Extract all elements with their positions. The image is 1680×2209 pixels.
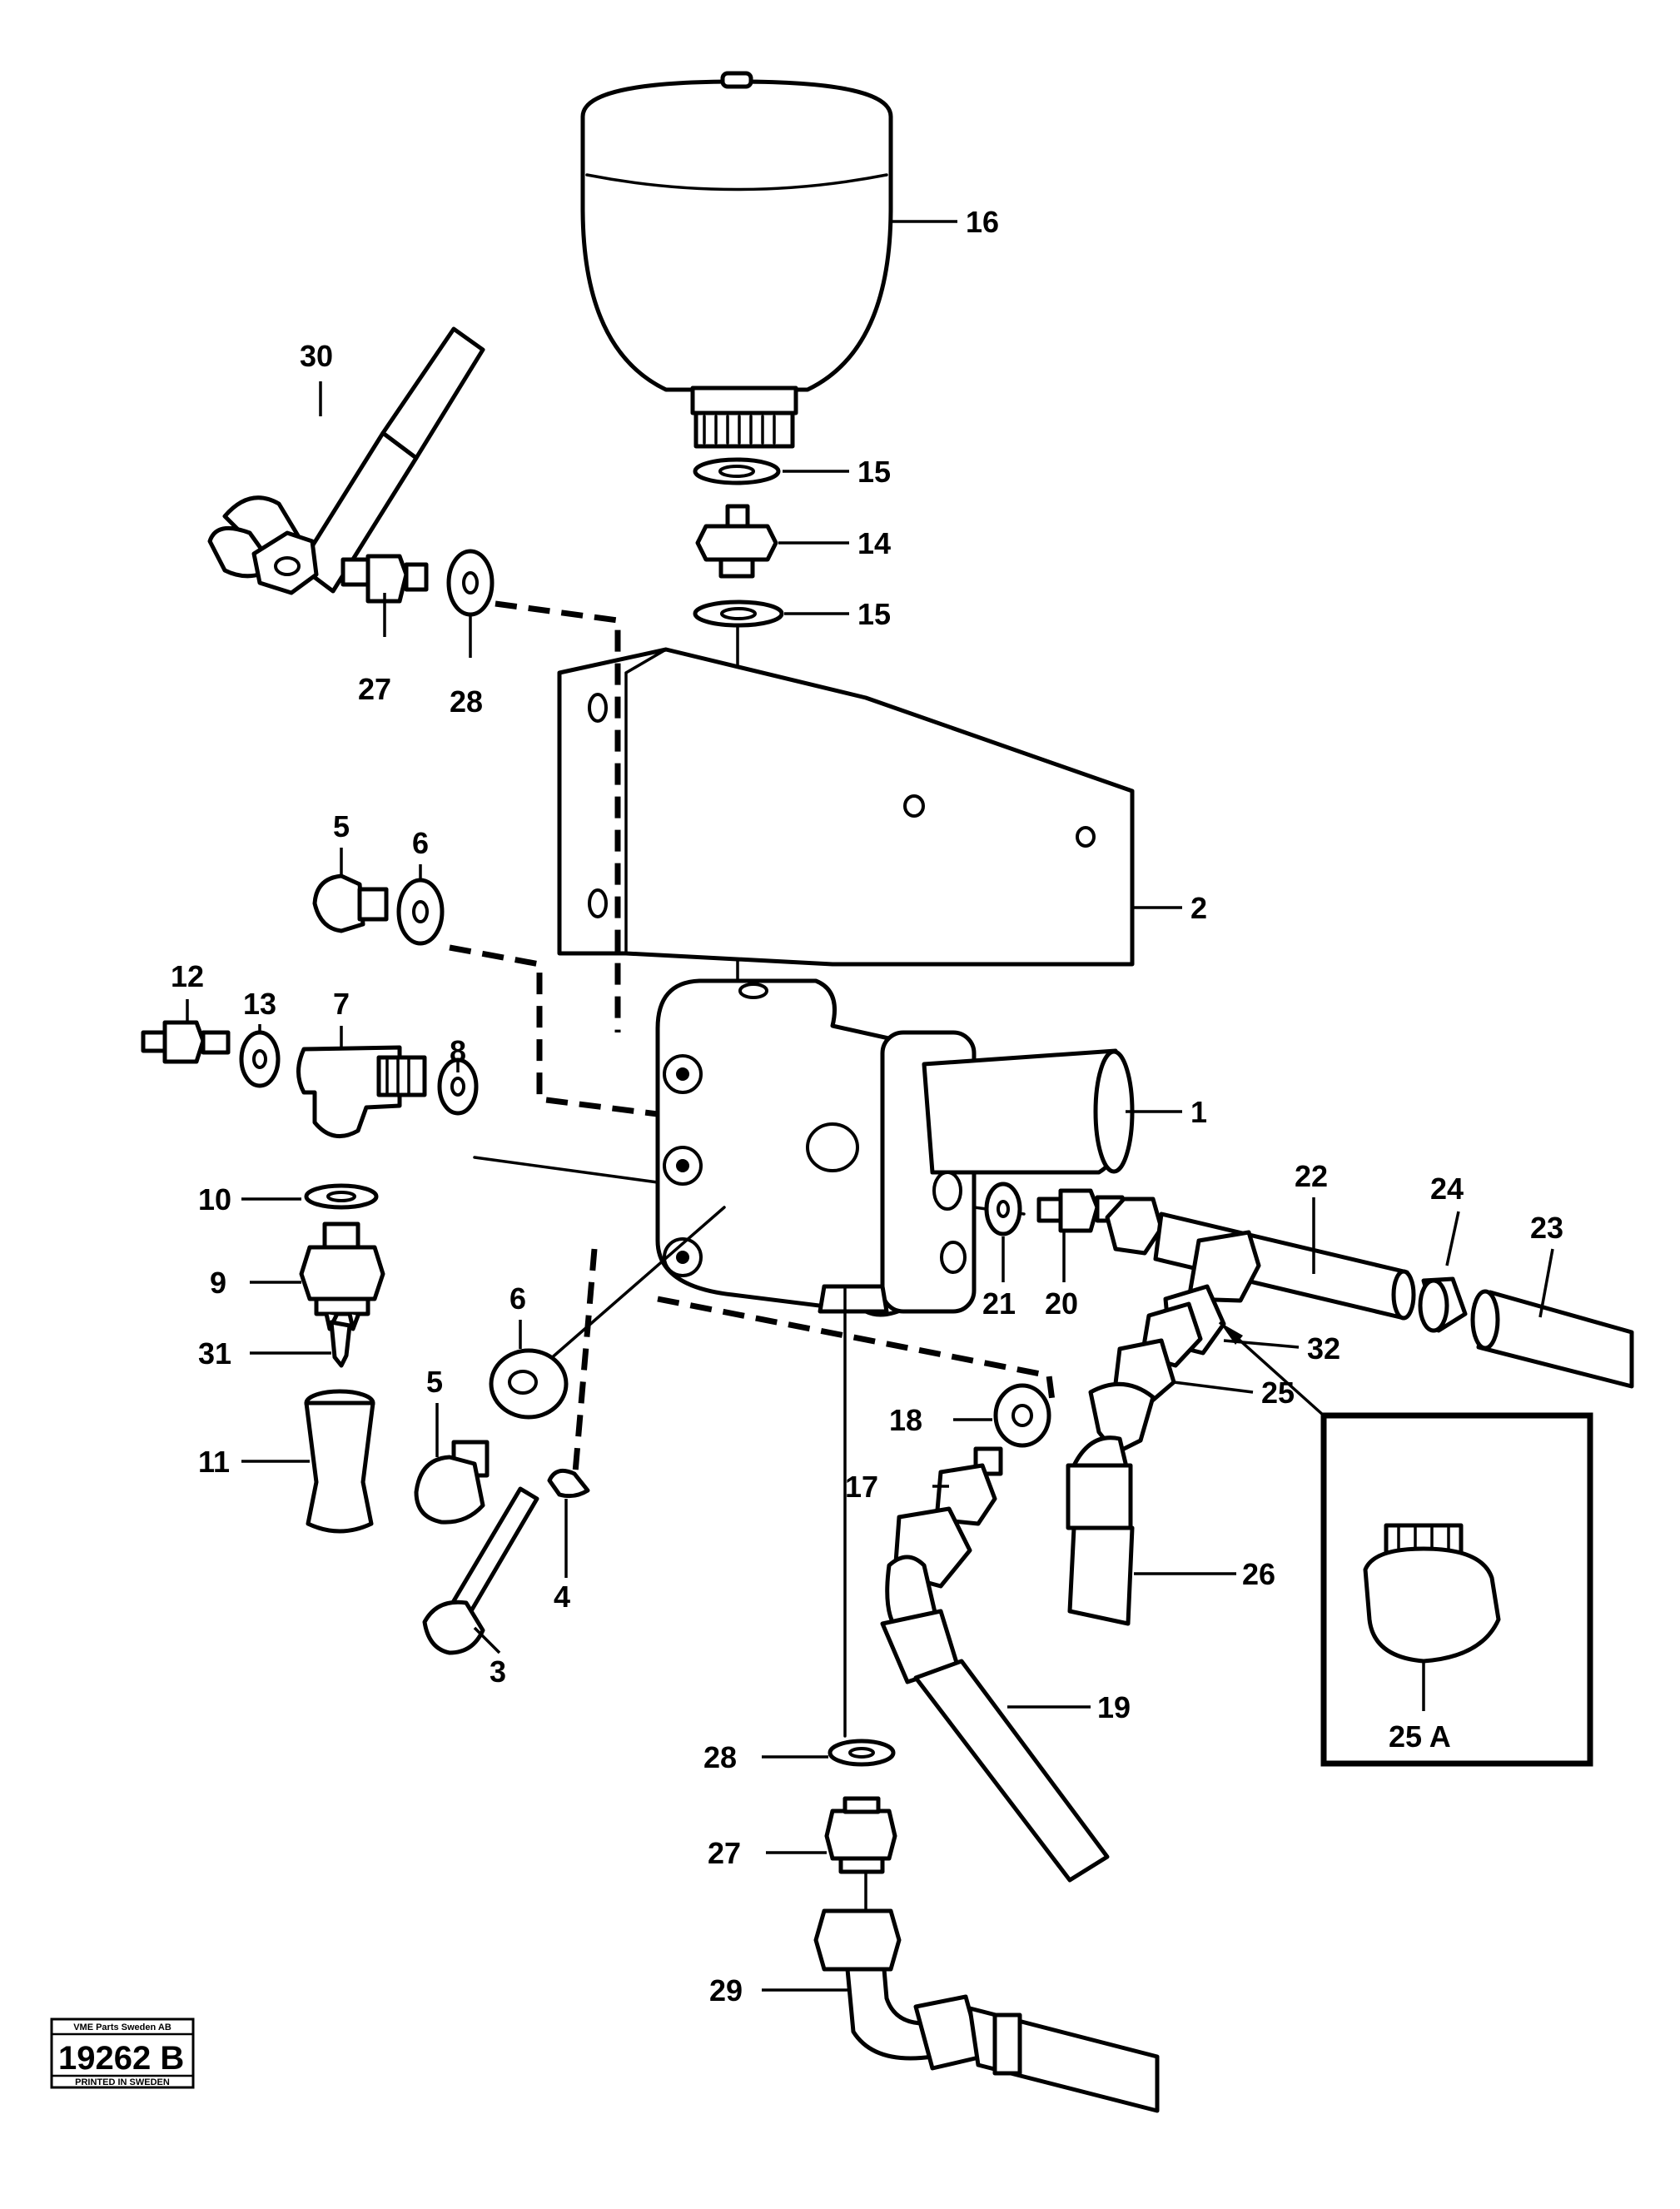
label-16: 16: [966, 205, 999, 239]
part-26-hose: [1066, 1381, 1156, 1626]
label-20: 20: [1045, 1286, 1078, 1321]
part-5-plug-upper: [312, 873, 389, 933]
part-29-pipe: [813, 1908, 1160, 2113]
label-7: 7: [333, 987, 350, 1021]
label-32: 32: [1307, 1331, 1340, 1366]
label-15-lower: 15: [857, 597, 891, 631]
label-19: 19: [1097, 1690, 1131, 1724]
part-24-clamp: [1418, 1276, 1468, 1333]
label-27-upper: 27: [358, 672, 391, 706]
label-12: 12: [171, 959, 204, 993]
part-28-washer-lower: [828, 1739, 896, 1767]
label-28-upper: 28: [450, 684, 483, 719]
part-31-connector: [329, 1320, 352, 1368]
label-5-upper: 5: [333, 809, 350, 843]
part-27-fitting-lower: [824, 1796, 897, 1874]
label-15-upper: 15: [857, 455, 891, 489]
dashed-line-6: [449, 944, 659, 1117]
stamp-printed: PRINTED IN SWEDEN: [75, 2077, 170, 2087]
label-6-upper: 6: [412, 826, 429, 860]
dashed-line-28: [495, 600, 621, 1032]
callout-labels: 16 15 14 15 2 1 30 27 28 5 6 12 13 7 8 1…: [171, 205, 1563, 2008]
label-25a: 25 A: [1389, 1719, 1451, 1754]
part-9-switch: [299, 1221, 385, 1331]
label-17: 17: [845, 1470, 878, 1504]
part-15-washer-lower: [693, 600, 784, 628]
part-3-bolt: [422, 1486, 539, 1655]
label-1: 1: [1190, 1095, 1207, 1129]
drawing-stamp: VME Parts Sweden AB 19262 B PRINTED IN S…: [50, 2017, 195, 2089]
part-18-washer: [993, 1383, 1051, 1448]
label-8: 8: [450, 1034, 466, 1068]
label-14: 14: [857, 526, 891, 560]
label-11: 11: [198, 1445, 230, 1479]
label-3: 3: [490, 1654, 506, 1689]
label-5-lower: 5: [426, 1365, 443, 1399]
label-29: 29: [709, 1973, 743, 2008]
label-24: 24: [1430, 1172, 1464, 1206]
label-6-lower: 6: [509, 1281, 526, 1316]
part-4-pin: [547, 1468, 590, 1499]
part-21-washer: [984, 1182, 1022, 1236]
label-21: 21: [982, 1286, 1016, 1321]
part-5-plug-lower: [414, 1440, 490, 1525]
dashed-line-18: [657, 1296, 1056, 1408]
leader-lines: [186, 220, 1554, 1992]
part-13-washer: [239, 1030, 281, 1088]
label-25: 25: [1261, 1376, 1295, 1410]
label-28-lower: 28: [703, 1740, 737, 1774]
axis-line-8: [473, 1156, 659, 1184]
stamp-number: 19262 B: [58, 2040, 184, 2077]
label-22: 22: [1295, 1159, 1328, 1193]
part-28-washer-upper: [446, 549, 495, 617]
axis-line-6: [541, 1206, 726, 1367]
label-30: 30: [300, 339, 333, 373]
part-22-pipe: [1105, 1197, 1416, 1321]
label-10: 10: [198, 1182, 231, 1216]
part-23-hose: [1470, 1289, 1634, 1389]
part-6-washer-upper: [396, 878, 445, 946]
label-4: 4: [554, 1580, 570, 1614]
stamp-company: VME Parts Sweden AB: [73, 2022, 171, 2032]
part-2-bracket: [557, 647, 1135, 967]
part-19-hose: [880, 1506, 1110, 1883]
label-23: 23: [1530, 1211, 1563, 1245]
part-7-tee-fitting: [296, 1045, 427, 1139]
dashed-line-4: [571, 1248, 598, 1483]
part-12-fitting: [141, 1020, 231, 1064]
label-18: 18: [889, 1403, 922, 1437]
part-30-hose: [207, 326, 485, 595]
label-31: 31: [198, 1336, 231, 1371]
label-27-lower: 27: [708, 1836, 741, 1870]
label-2: 2: [1190, 891, 1207, 925]
detail-25a-box: [1218, 1321, 1593, 1767]
label-9: 9: [210, 1266, 226, 1300]
part-15-washer-upper: [693, 457, 781, 485]
part-27-fitting-upper: [340, 554, 429, 604]
label-13: 13: [243, 987, 276, 1021]
part-10-washer: [304, 1183, 379, 1210]
label-26: 26: [1242, 1557, 1275, 1591]
part-16-reservoir: [580, 71, 893, 449]
part-1-valve-block: [655, 978, 1135, 1317]
part-11-boot: [304, 1389, 375, 1534]
part-14-fitting: [695, 504, 778, 579]
part-6-washer-lower: [489, 1348, 569, 1420]
